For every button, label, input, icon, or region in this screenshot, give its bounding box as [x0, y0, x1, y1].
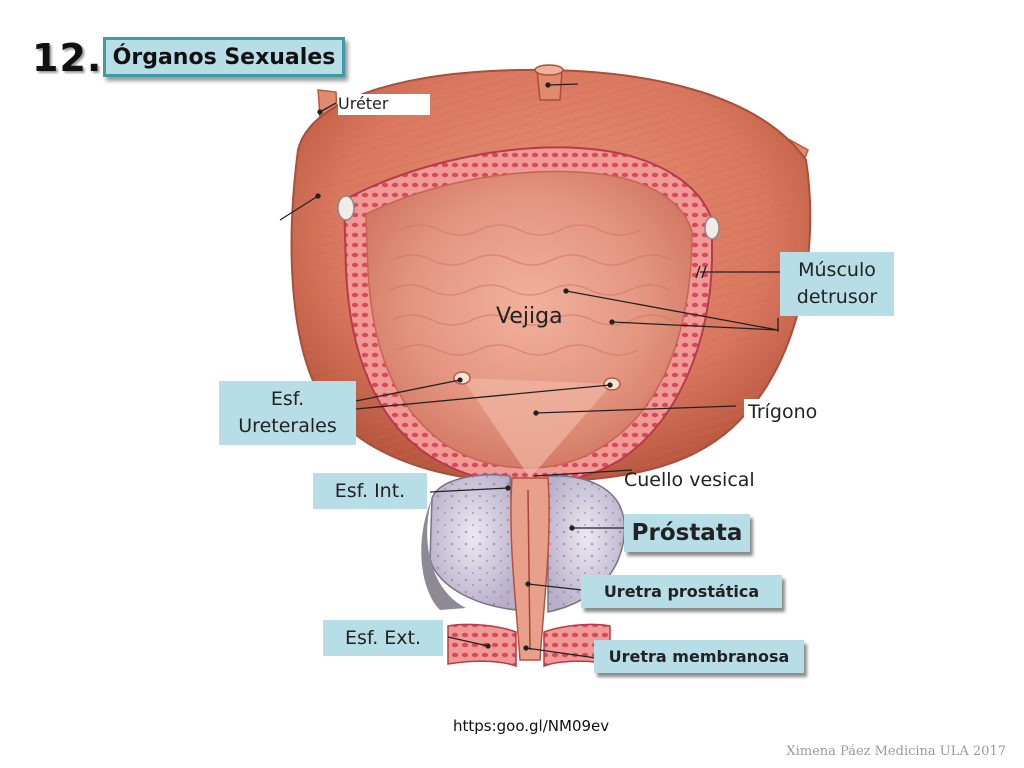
label-vejiga: Vejiga — [496, 304, 563, 329]
label-esf-ureterales: Esf. Ureterales — [219, 381, 356, 445]
label-esf-int: Esf. Int. — [313, 473, 427, 509]
label-ureterales-line1: Esf. — [270, 388, 305, 410]
label-detrusor-line1: Músculo — [798, 259, 876, 281]
label-trigono: Trígono — [744, 399, 822, 425]
author-credit: Ximena Páez Medicina ULA 2017 — [786, 744, 1006, 759]
label-uretra-prostatica: Uretra prostática — [581, 575, 782, 608]
label-esf-ext: Esf. Ext. — [323, 620, 443, 656]
label-musculo-detrusor: Músculo detrusor — [780, 252, 894, 316]
label-cuello-vesical: Cuello vesical — [624, 469, 755, 491]
label-ureterales-line2: Ureterales — [238, 415, 337, 437]
source-link[interactable]: https:goo.gl/NM09ev — [453, 717, 610, 735]
label-prostata: Próstata — [624, 514, 750, 552]
label-uretra-membranosa: Uretra membranosa — [594, 640, 804, 673]
label-detrusor-line2: detrusor — [796, 286, 878, 308]
slide-number: 12. — [32, 36, 103, 80]
label-ureter: Uréter — [338, 94, 431, 115]
slide-title: Órganos Sexuales — [103, 37, 345, 77]
